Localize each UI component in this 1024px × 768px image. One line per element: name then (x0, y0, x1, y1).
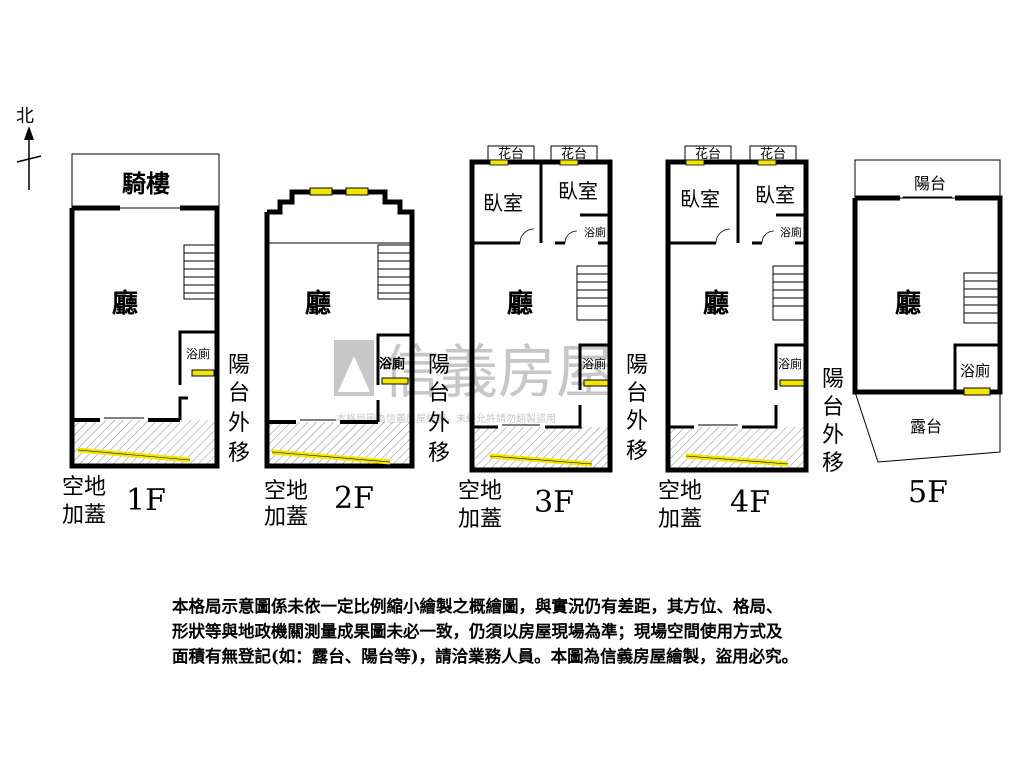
window (191, 369, 215, 377)
room-bath: 浴廁 (186, 346, 210, 361)
note-balcony-3: 外 (822, 423, 844, 448)
disclaimer-line-1: 本格局示意圖係未依一定比例縮小繪製之概繪圖，與實況仍有差距，其方位、格局、 (172, 597, 783, 616)
room-bath: 浴廁 (960, 362, 990, 380)
room-arcade: 騎樓 (122, 169, 170, 198)
room-terrace: 露台 (910, 417, 942, 436)
room-hall: 廳 (507, 288, 533, 319)
note-balcony-2: 台 (822, 395, 844, 420)
staircase (183, 244, 217, 300)
room-bath-a: 浴廁 (780, 225, 802, 239)
floor-label: 5F (908, 475, 948, 510)
floor-2f: 廳 浴廁 陽 台 外 移 空地 加蓋 2F (264, 187, 450, 530)
room-bath-b: 浴廁 (582, 356, 606, 371)
room-bath-b: 浴廁 (778, 356, 802, 371)
floor-4f: 花台 花台 臥室 臥室 浴廁 浴廁 廳 陽 台 外 移 空地 加蓋 4F (658, 145, 844, 532)
floor-label: 1F (126, 483, 166, 518)
staircase (576, 265, 610, 321)
note-open-space-1: 空地 (264, 479, 308, 504)
window (381, 377, 409, 385)
staircase (377, 244, 412, 300)
balcony-area (854, 159, 1001, 199)
note-open-space-1: 空地 (458, 479, 502, 504)
room-bath-a: 浴廁 (584, 225, 606, 239)
watermark-fine-print: 本格局圖為信義房屋繪製，未經允許請勿翻製盜用 (336, 412, 556, 425)
floor-label: 3F (534, 485, 574, 520)
north-label: 北 (16, 106, 34, 127)
north-arrow-icon: 北 (16, 106, 42, 190)
note-balcony-3: 外 (228, 411, 250, 436)
room-bedroom-b: 臥室 (755, 183, 795, 207)
planter-b-label: 花台 (760, 146, 786, 162)
room-balcony: 陽台 (914, 174, 946, 193)
floor-3f: 花台 花台 臥室 臥室 浴廁 浴廁 廳 陽 台 外 移 空地 加蓋 3F (458, 145, 648, 532)
disclaimer-line-3: 面積有無登記(如：露台、陽台等)，請洽業務人員。本圖為信義房屋繪製，盜用必究。 (172, 647, 799, 666)
floor-1f: 騎樓 廳 浴廁 陽 台 外 移 空地 加蓋 1F (62, 153, 250, 528)
note-balcony-2: 台 (228, 381, 250, 406)
note-open-space-2: 加蓋 (658, 507, 702, 532)
room-hall: 廳 (703, 288, 729, 319)
note-balcony-1: 陽 (428, 353, 450, 378)
note-balcony-4: 移 (428, 441, 450, 466)
room-bedroom-a: 臥室 (680, 187, 720, 211)
open-space-hatch (73, 420, 217, 466)
room-hall: 廳 (895, 288, 921, 319)
staircase (772, 265, 806, 321)
disclaimer-line-2: 形狀等與地政機關測量成果圖未必一致，仍須以房屋現場為準；現場空間使用方式及 (172, 622, 783, 641)
window (963, 387, 991, 396)
note-balcony-4: 移 (822, 451, 844, 476)
window (779, 379, 805, 387)
watermark: 信義房屋 本格局圖為信義房屋繪製，未經允許請勿翻製盜用 (334, 338, 614, 425)
note-open-space-2: 加蓋 (264, 505, 308, 530)
note-open-space-1: 空地 (658, 479, 702, 504)
window (345, 187, 369, 196)
watermark-brand: 信義房屋 (382, 338, 614, 406)
planter-a-label: 花台 (695, 146, 721, 162)
note-balcony-4: 移 (626, 439, 648, 464)
note-balcony-1: 陽 (228, 353, 250, 378)
note-open-space-2: 加蓋 (458, 507, 502, 532)
note-balcony-4: 移 (228, 441, 250, 466)
note-balcony-2: 台 (428, 381, 450, 406)
planter-b-label: 花台 (561, 146, 587, 162)
note-open-space-1: 空地 (62, 475, 106, 500)
window (583, 379, 609, 387)
note-balcony-3: 外 (626, 409, 648, 434)
note-open-space-2: 加蓋 (62, 503, 106, 528)
room-bath: 浴廁 (379, 356, 405, 372)
room-bedroom-a: 臥室 (483, 191, 523, 215)
window (309, 187, 333, 196)
floor-label: 2F (334, 481, 374, 516)
floor-5f: 陽台 廳 浴廁 露台 5F (852, 159, 1003, 510)
room-hall: 廳 (305, 288, 331, 319)
planter-a-label: 花台 (498, 146, 524, 162)
note-balcony-1: 陽 (626, 353, 648, 378)
note-balcony-3: 外 (428, 411, 450, 436)
room-bedroom-b: 臥室 (558, 179, 598, 203)
floor-label: 4F (730, 485, 770, 520)
note-balcony-1: 陽 (822, 367, 844, 392)
disclaimer: 本格局示意圖係未依一定比例縮小繪製之概繪圖，與實況仍有差距，其方位、格局、 形狀… (172, 594, 932, 669)
staircase (963, 272, 999, 324)
room-hall: 廳 (112, 288, 138, 319)
note-balcony-2: 台 (626, 381, 648, 406)
